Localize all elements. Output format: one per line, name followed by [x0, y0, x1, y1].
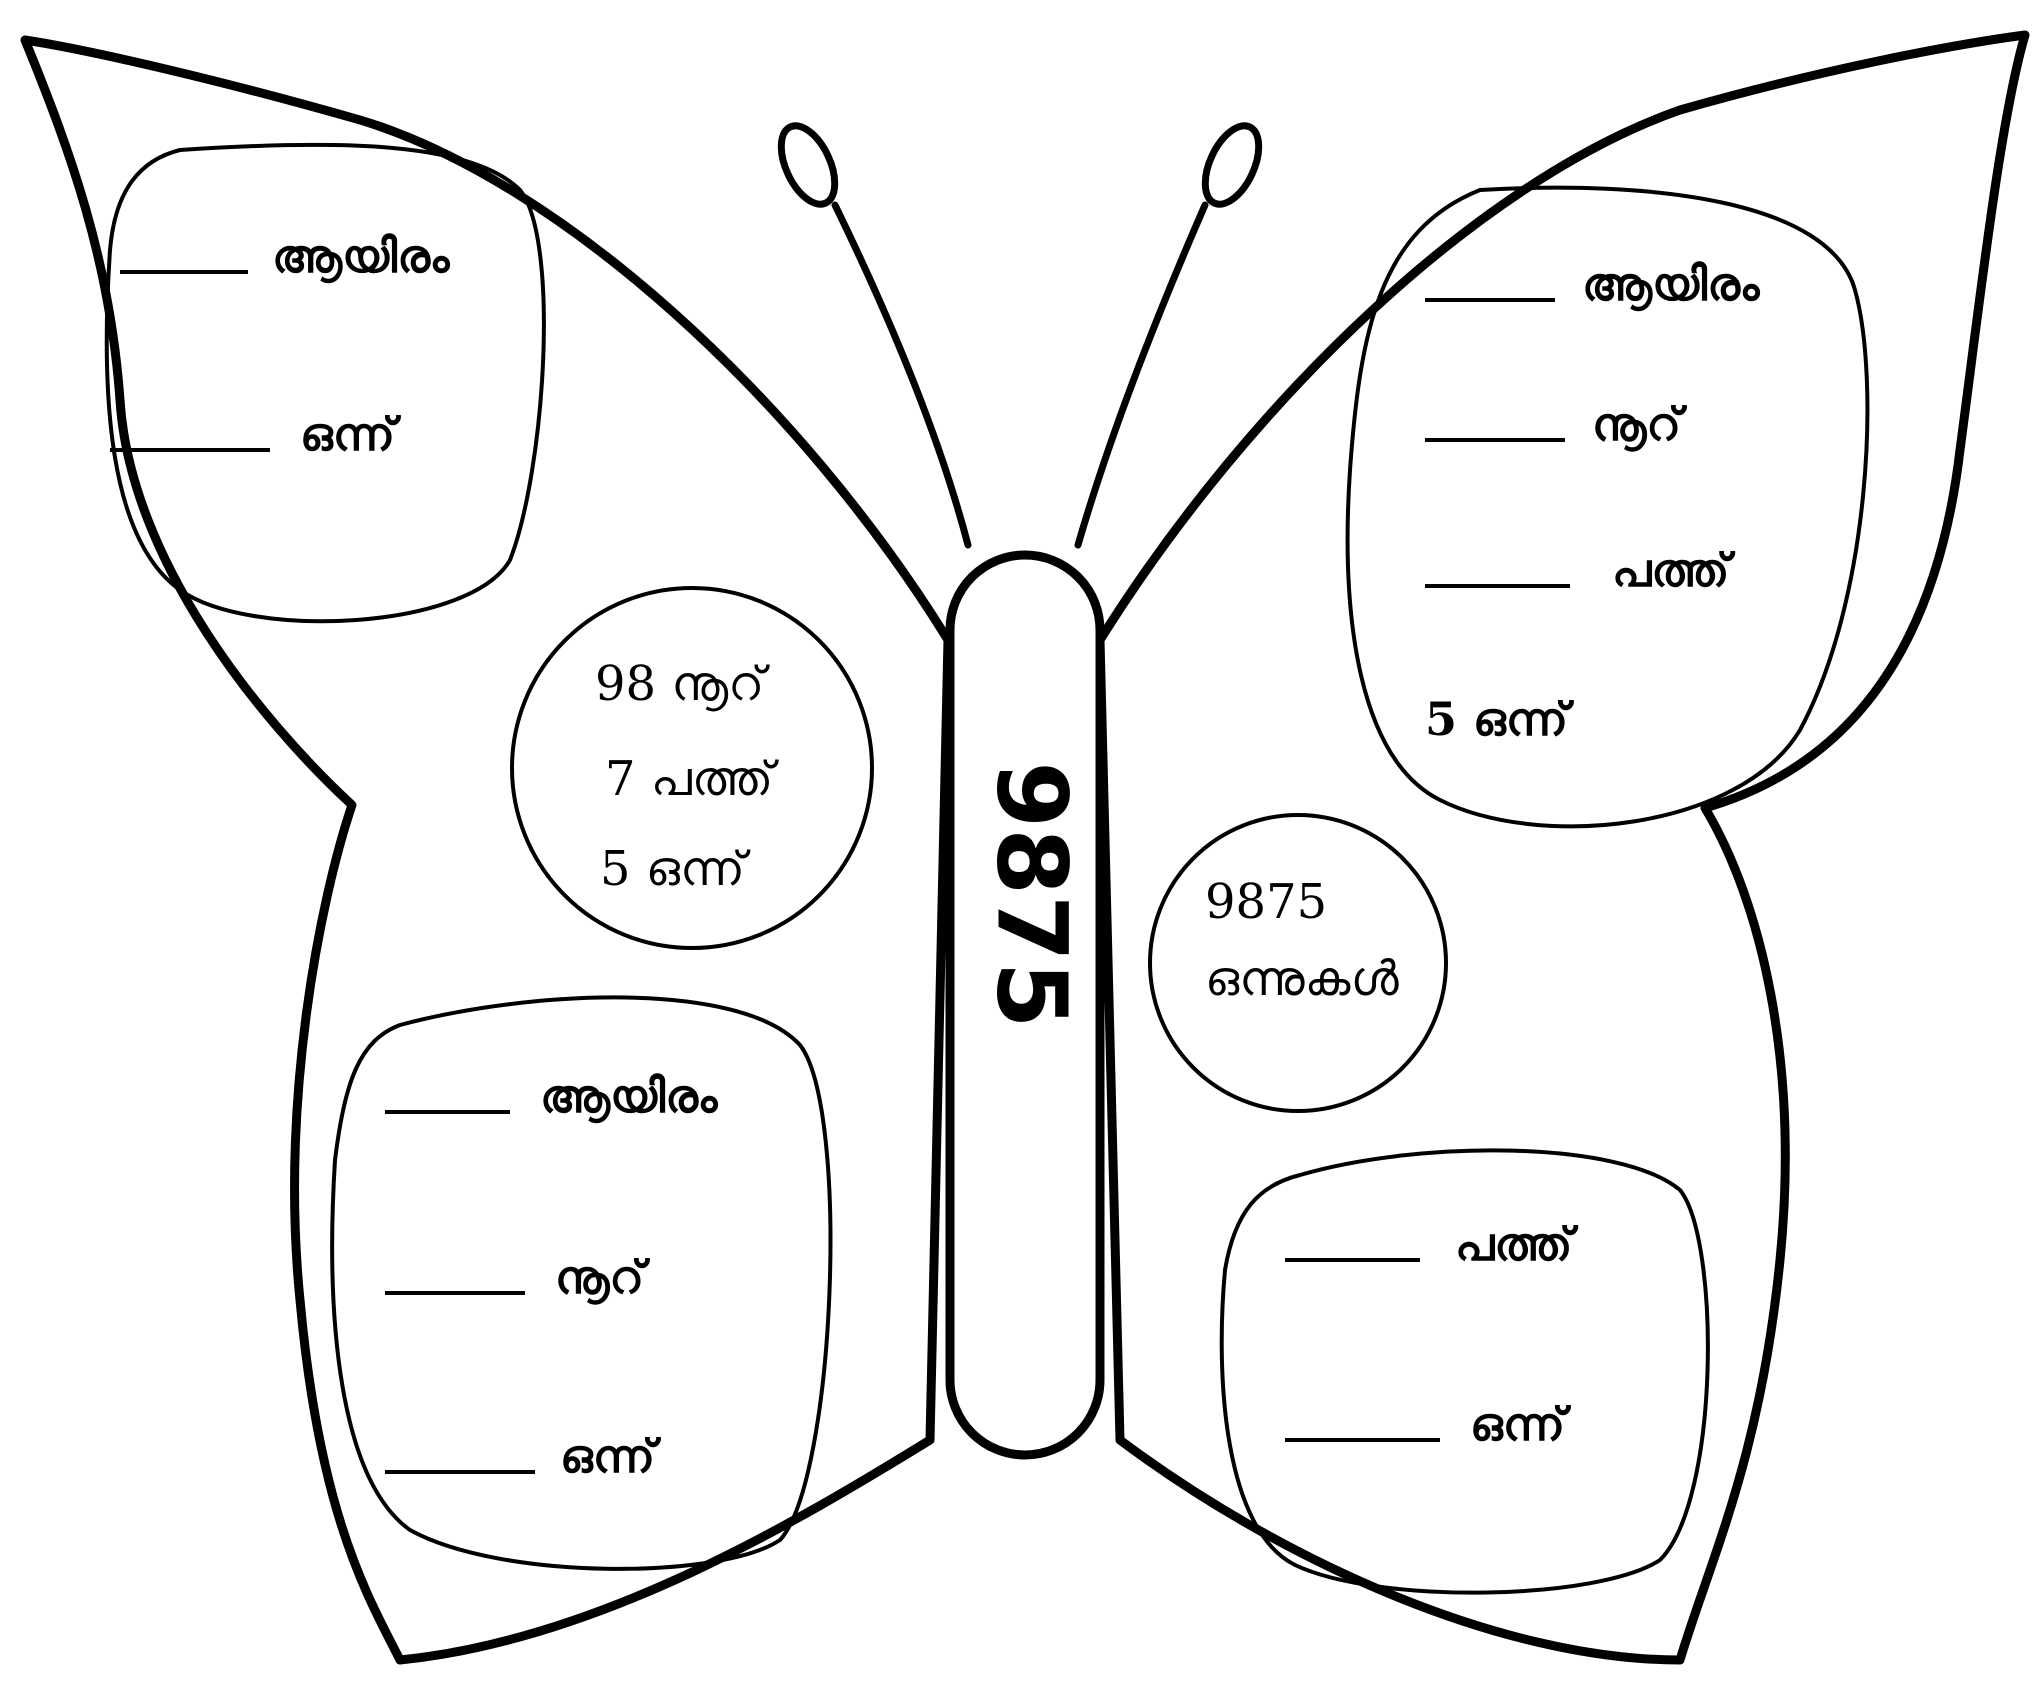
circle-line: 9875	[1205, 874, 1327, 930]
unit-label: ആയിരം	[540, 1069, 718, 1123]
right-antenna	[1078, 205, 1205, 545]
left-antenna	[835, 205, 968, 545]
left-wing-outline	[25, 40, 948, 1660]
left-antenna-tip	[770, 118, 845, 213]
unit-label: പത്ത്	[1612, 543, 1736, 597]
circle-line: 98 നൂറ്	[595, 656, 770, 712]
unit-label: ഒന്ന്	[300, 407, 402, 461]
circle-line: ഒന്നുകൾ	[1205, 951, 1399, 1007]
circle-line: 7 പത്ത്	[605, 751, 779, 807]
unit-label: നൂറ്	[1592, 397, 1688, 452]
unit-label: പത്ത്	[1455, 1217, 1579, 1271]
given-value: 5 ഒന്ന്	[1425, 692, 1575, 746]
unit-label: നൂറ്	[555, 1250, 651, 1305]
right-antenna-tip	[1194, 118, 1269, 213]
unit-label: ആയിരം	[1582, 257, 1760, 311]
unit-label: ഒന്ന്	[560, 1429, 662, 1483]
unit-label: ഒന്ന്	[1470, 1397, 1572, 1451]
unit-label: ആയിരം	[272, 229, 450, 283]
circle-line: 5 ഒന്ന്	[600, 841, 751, 897]
center-number: 9875	[976, 761, 1088, 1028]
